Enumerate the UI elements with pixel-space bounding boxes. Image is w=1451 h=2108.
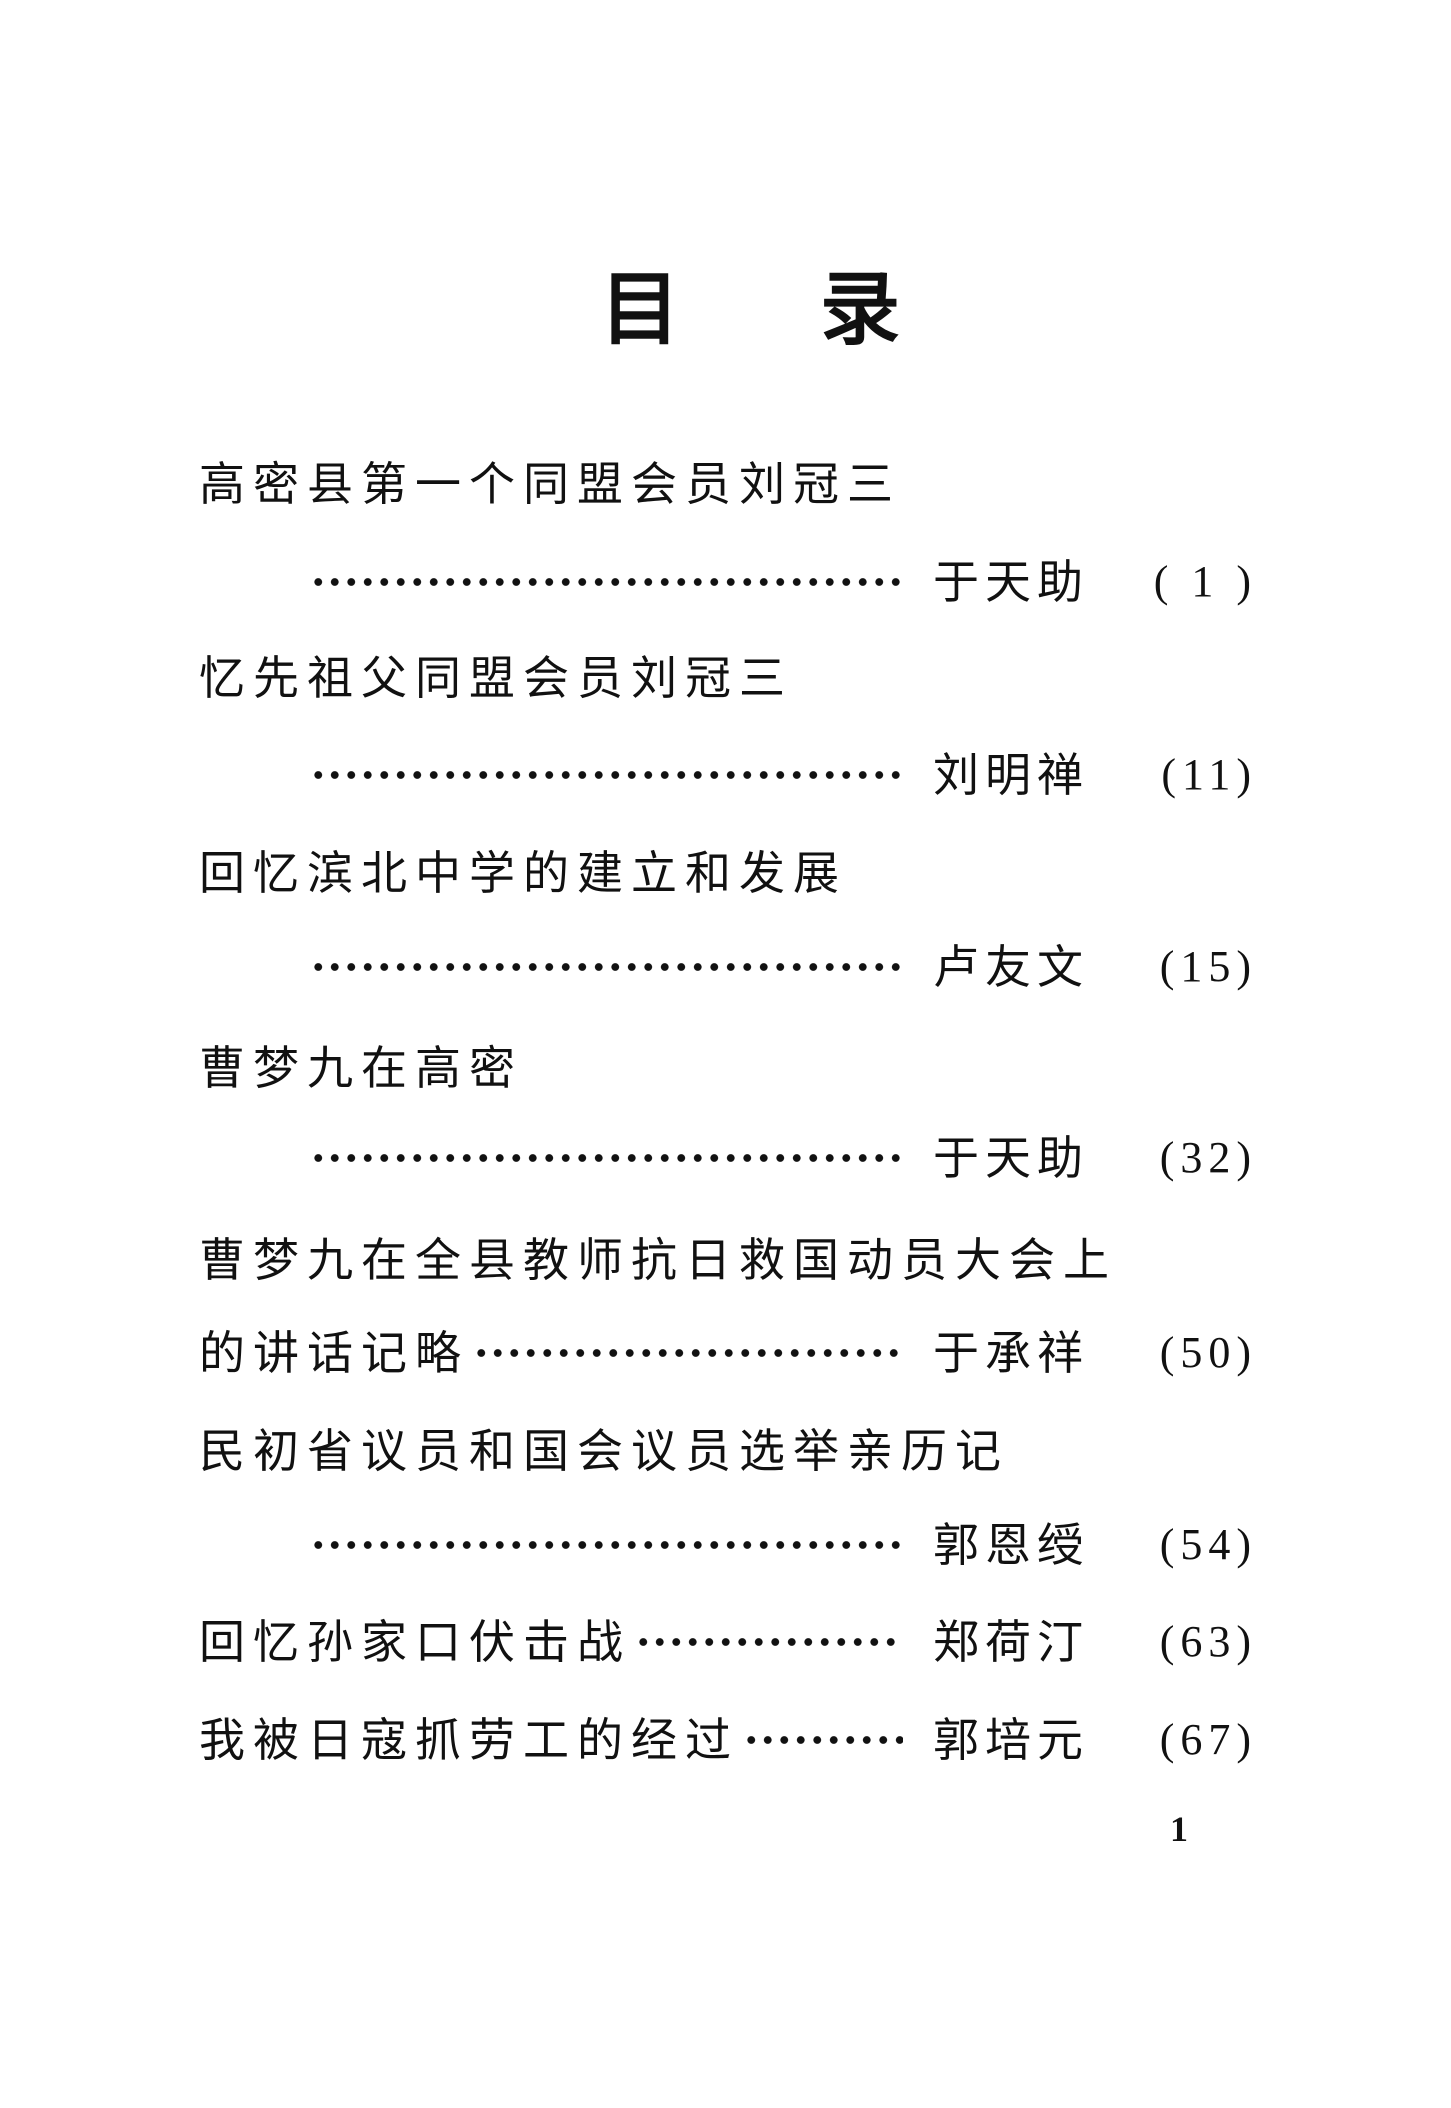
entry-title: 回忆滨北中学的建立和发展 [199, 846, 847, 900]
entry-author: 卢友文 [933, 940, 1089, 994]
entry-title: 忆先祖父同盟会员刘冠三 [199, 651, 793, 705]
toc-entry-title: 高密县第一个同盟会员刘冠三 [199, 454, 1257, 514]
toc-entry-line: 我被日寇抓劳工的经过 郭培元 (67) [199, 1710, 1257, 1770]
entry-author: 刘明禅 [933, 748, 1089, 802]
dot-leader [310, 769, 903, 781]
entry-page: (54) [1159, 1520, 1257, 1569]
toc-entry-line: 于天助 ( 1 ) [199, 552, 1257, 612]
toc-entry-title: 曹梦九在全县教师抗日救国动员大会上 [199, 1230, 1257, 1290]
title-char: 目 [600, 262, 680, 356]
entry-page: (67) [1159, 1715, 1257, 1764]
entry-page: ( 1 ) [1153, 557, 1257, 606]
entry-title: 回忆孙家口伏击战 [199, 1615, 631, 1669]
dot-leader [473, 1347, 903, 1359]
entry-title: 我被日寇抓劳工的经过 [199, 1713, 739, 1767]
page-title: 目 录 [600, 262, 900, 356]
toc-entry-line: 卢友文 (15) [199, 937, 1257, 997]
dot-leader [310, 961, 903, 973]
dot-leader [635, 1636, 903, 1648]
toc-entry-title: 曹梦九在高密 [199, 1038, 1257, 1098]
entry-author: 于承祥 [933, 1326, 1089, 1380]
title-char: 录 [820, 262, 900, 356]
entry-author: 郭培元 [933, 1713, 1089, 1767]
toc-entry-line: 郭恩绶 (54) [199, 1515, 1257, 1575]
dot-leader [310, 1152, 903, 1164]
entry-title: 曹梦九在高密 [199, 1041, 523, 1095]
entry-author: 郑荷汀 [933, 1615, 1089, 1669]
toc-entry-title: 忆先祖父同盟会员刘冠三 [199, 648, 1257, 708]
toc-entry-line: 回忆孙家口伏击战 郑荷汀 (63) [199, 1612, 1257, 1672]
entry-author: 于天助 [933, 555, 1089, 609]
entry-author: 郭恩绶 [933, 1518, 1089, 1572]
entry-page: (50) [1159, 1328, 1257, 1377]
entry-title-continued: 的讲话记略 [199, 1326, 469, 1380]
entry-page: (32) [1159, 1133, 1257, 1182]
entry-page: (15) [1159, 942, 1257, 991]
dot-leader [310, 576, 903, 588]
toc-entry-line: 的讲话记略 于承祥 (50) [199, 1323, 1257, 1383]
toc-entry-title: 民初省议员和国会议员选举亲历记 [199, 1421, 1257, 1481]
toc-entry-title: 回忆滨北中学的建立和发展 [199, 843, 1257, 903]
entry-author: 于天助 [933, 1131, 1089, 1185]
entry-title: 民初省议员和国会议员选举亲历记 [199, 1424, 1009, 1478]
toc-entry-line: 于天助 (32) [199, 1128, 1257, 1188]
toc-entry-line: 刘明禅 (11) [199, 745, 1257, 805]
entry-title: 高密县第一个同盟会员刘冠三 [199, 457, 901, 511]
entry-page: (63) [1159, 1617, 1257, 1666]
entry-title: 曹梦九在全县教师抗日救国动员大会上 [199, 1233, 1117, 1287]
dot-leader [310, 1539, 903, 1551]
dot-leader [743, 1734, 903, 1746]
entry-page: (11) [1161, 750, 1257, 799]
page-number: 1 [1170, 1809, 1188, 1849]
